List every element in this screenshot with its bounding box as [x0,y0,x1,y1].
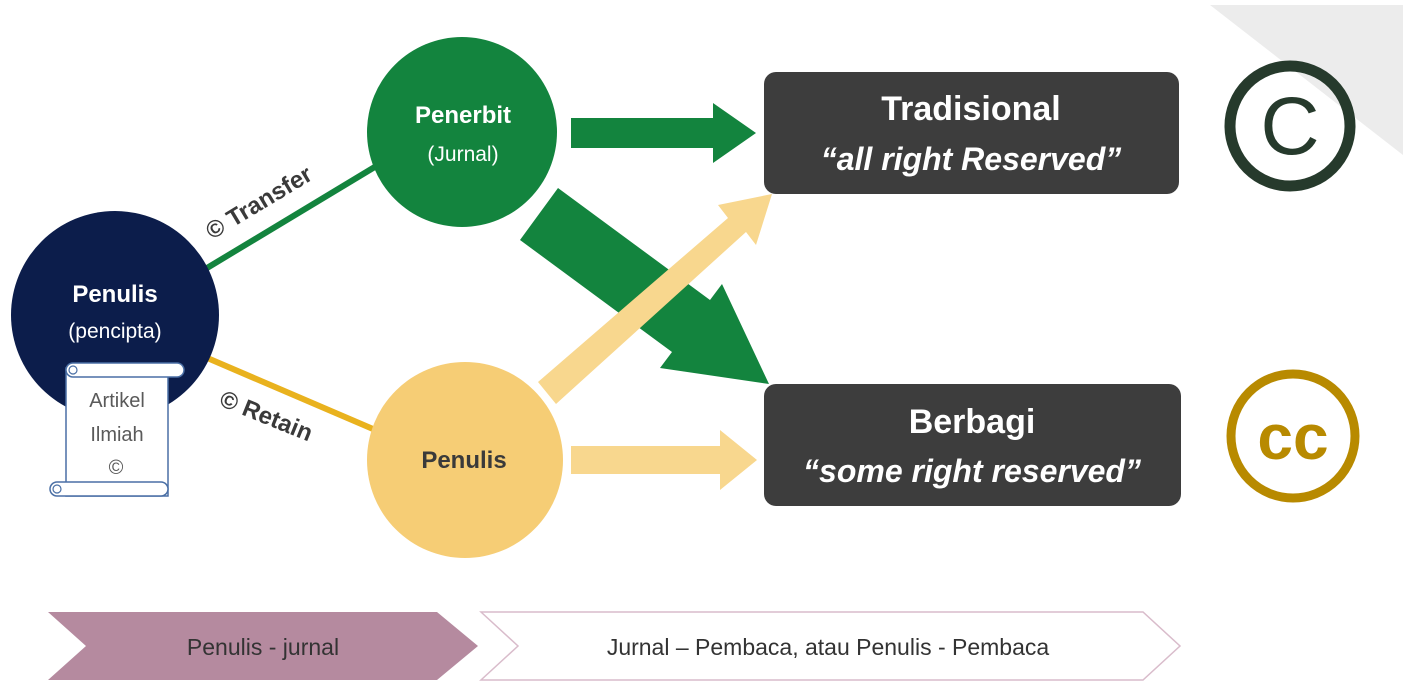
article-scroll-icon: Artikel Ilmiah © [49,362,185,497]
penerbit-title: Penerbit [415,102,511,129]
arrow-penerbit-to-berbagi [520,188,769,384]
arrow-penulis-to-berbagi [571,430,757,490]
retain-line [203,354,382,435]
transfer-line [205,162,380,271]
tradisional-box: Tradisional “all right Reserved” [764,72,1179,194]
stage-chevron-2: Jurnal – Pembaca, atau Penulis - Pembaca [479,611,1182,681]
retain-label: © Retain [216,386,317,448]
scroll-line1: Artikel [89,390,145,412]
stage-chevron-1: Penulis - jurnal [48,612,478,680]
stage2-label: Jurnal – Pembaca, atau Penulis - Pembaca [607,634,1050,660]
penulis-pencipta-subtitle: (pencipta) [68,320,161,343]
tradisional-subtitle: “all right Reserved” [821,141,1122,177]
copyright-icon-glyph: C [1260,81,1319,172]
penerbit-node: Penerbit (Jurnal) [367,37,557,227]
penulis-pencipta-title: Penulis [72,281,157,308]
cc-icon-glyph: cc [1257,401,1328,473]
berbagi-title: Berbagi [909,403,1036,441]
scroll-line3: © [109,457,124,479]
creative-commons-icon: cc [1226,369,1360,503]
transfer-label: © Transfer [201,161,317,245]
arrow-penerbit-to-tradisional [571,103,756,163]
berbagi-box: Berbagi “some right reserved” [764,384,1181,506]
copyright-icon: C [1224,60,1356,192]
penerbit-subtitle: (Jurnal) [427,143,498,166]
penulis-node-title: Penulis [421,447,506,474]
stage1-label: Penulis - jurnal [187,634,339,660]
arrow-penulis-to-tradisional [538,194,772,404]
scroll-line2: Ilmiah [90,424,143,446]
berbagi-subtitle: “some right reserved” [803,453,1141,489]
penulis-node: Penulis [367,362,563,558]
tradisional-title: Tradisional [881,90,1061,128]
